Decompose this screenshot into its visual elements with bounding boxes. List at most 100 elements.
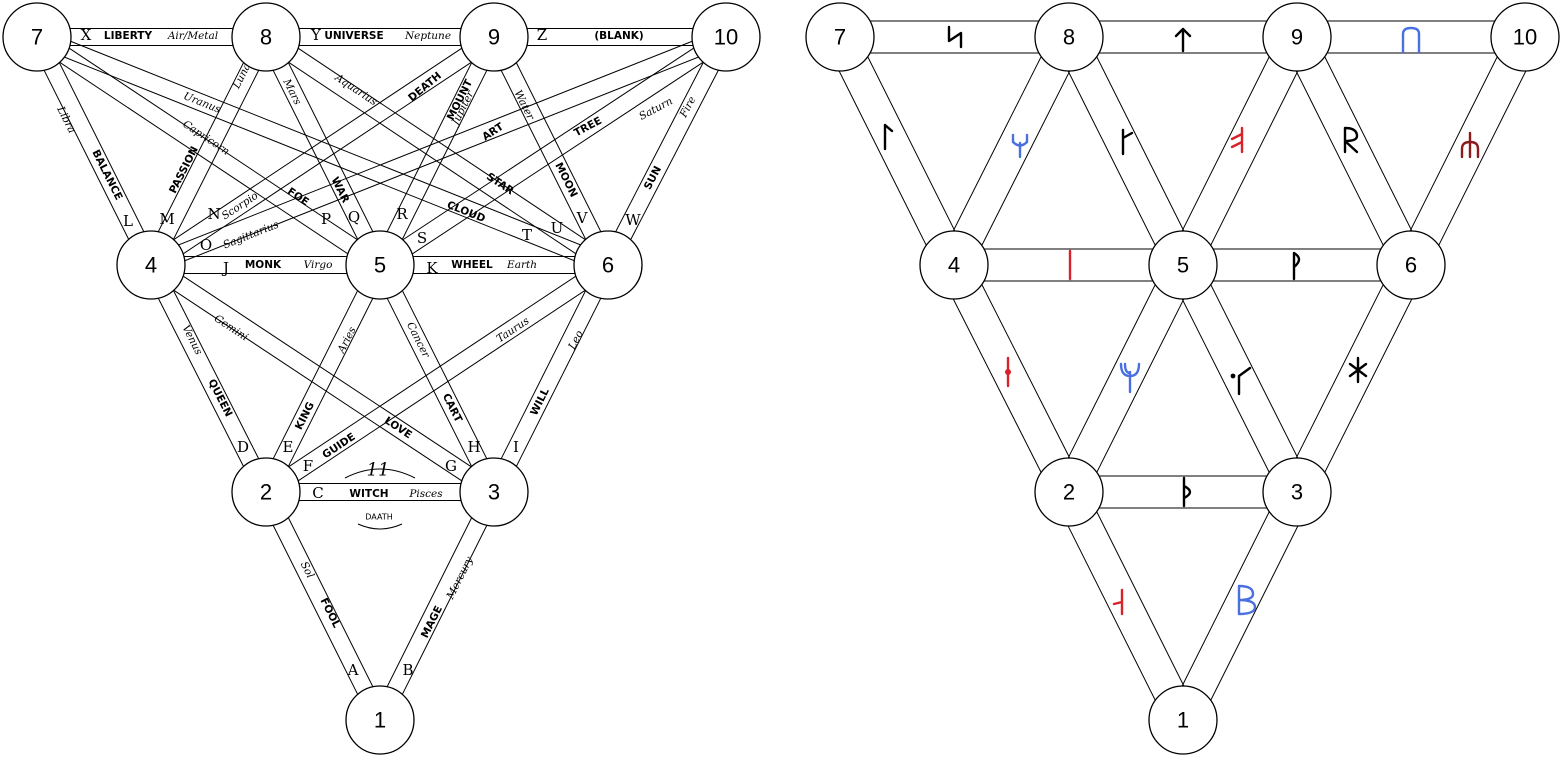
left-path-name-H: CART <box>440 392 465 425</box>
left-path-K <box>380 256 608 274</box>
right-node-3: 3 <box>1262 457 1332 527</box>
left-path-astro-L: Libra <box>54 104 78 136</box>
left-path-letter-F: F <box>303 457 313 475</box>
left-node-6: 6 <box>573 230 643 300</box>
left-node-label: 6 <box>602 253 614 278</box>
right-path-10-6 <box>1396 29 1540 273</box>
left-path-letter-E: E <box>283 438 294 456</box>
left-node-label: 2 <box>260 480 272 505</box>
right-node-1: 1 <box>1148 685 1218 755</box>
left-path-name-Q: WAR <box>329 175 352 205</box>
left-path-Y <box>266 28 494 46</box>
left-path-R <box>371 32 503 270</box>
left-path-letter-G: G <box>445 457 457 475</box>
left-path-name-W: SUN <box>642 164 664 192</box>
left-path-V <box>485 32 617 270</box>
rune-tiwaz-icon <box>1174 27 1192 53</box>
right-path-2-3 <box>1069 475 1297 509</box>
left-path-J <box>151 256 380 274</box>
rune-dotted-wunjo-icon <box>1230 366 1252 396</box>
left-path-Z <box>494 28 726 46</box>
left-path-name-B: MAGE <box>419 604 445 640</box>
left-path-astro-J: Virgo <box>304 259 333 271</box>
rune-ear-icon <box>1230 126 1244 154</box>
right-runes-layer <box>883 25 1480 616</box>
left-path-C <box>266 483 494 501</box>
left-path-astro-X: Air/Metal <box>167 30 218 42</box>
right-path-9-6 <box>1282 29 1426 273</box>
left-node-label: 9 <box>488 25 500 50</box>
left-path-name-P: FOE <box>285 186 311 209</box>
left-path-letter-W: W <box>625 211 641 229</box>
left-path-letter-H: H <box>467 438 480 456</box>
right-path-6-3 <box>1282 257 1426 500</box>
left-path-letter-X: X <box>81 26 92 44</box>
left-node-5: 5 <box>345 230 415 300</box>
left-node-2: 2 <box>231 457 301 527</box>
left-path-A <box>257 487 389 725</box>
left-path-astro-D: Venus <box>179 323 204 357</box>
right-node-9: 9 <box>1262 2 1332 72</box>
left-path-letter-B: B <box>402 661 413 679</box>
right-node-label: 8 <box>1063 25 1075 50</box>
right-path-8-5 <box>1054 29 1198 273</box>
right-path-9-5 <box>1168 29 1312 273</box>
left-path-astro-B: Mercury <box>444 554 476 602</box>
left-path-L <box>28 32 160 270</box>
left-label-eleven: 11 <box>367 460 390 481</box>
right-path-8-9 <box>1069 20 1297 54</box>
left-path-E <box>257 260 389 497</box>
left-path-letter-T: T <box>522 226 532 244</box>
right-node-8: 8 <box>1034 2 1104 72</box>
right-path-2-1 <box>1054 484 1198 728</box>
rune-calc-icon <box>1119 362 1141 394</box>
right-path-7-4 <box>825 29 969 273</box>
left-path-letter-S: S <box>417 229 427 247</box>
left-path-letter-U: U <box>551 219 564 237</box>
right-node-5: 5 <box>1148 230 1218 300</box>
left-path-letter-A: A <box>347 661 359 679</box>
left-path-letter-P: P <box>321 210 331 228</box>
left-node-1: 1 <box>345 685 415 755</box>
left-path-name-K: WHEEL <box>451 259 493 271</box>
left-path-astro-W: Fire <box>677 95 698 121</box>
right-path-9-10 <box>1297 20 1525 54</box>
left-path-I <box>485 260 617 497</box>
right-path-3-1 <box>1168 484 1312 728</box>
left-path-name-U: STAR <box>484 171 516 198</box>
left-nodes-layer: 7 8 9 10 4 5 6 2 3 1 <box>2 2 761 755</box>
right-path-8-4 <box>939 29 1084 273</box>
left-node-label: 1 <box>374 708 386 733</box>
rune-ansuz-variant-icon <box>1121 128 1134 156</box>
left-node-9: 9 <box>459 2 529 72</box>
right-node-label: 7 <box>834 25 846 50</box>
left-label-daath: DAATH <box>365 513 392 522</box>
left-path-letter-R: R <box>396 205 408 223</box>
left-path-name-Y: UNIVERSE <box>324 30 383 42</box>
right-node-label: 4 <box>948 253 960 278</box>
left-node-7: 7 <box>2 2 72 72</box>
left-path-letter-L: L <box>123 212 133 230</box>
left-path-Q <box>257 32 389 270</box>
left-node-label: 10 <box>714 25 738 50</box>
left-arc-bottom <box>357 523 403 530</box>
left-path-G <box>146 257 499 500</box>
left-path-name-L: BALANCE <box>89 148 124 202</box>
left-path-X <box>37 28 266 46</box>
left-path-letter-Y: Y <box>310 26 322 44</box>
left-node-8: 8 <box>231 2 301 72</box>
left-path-letter-V: V <box>576 209 589 227</box>
left-label-saturn: Saturn <box>637 95 675 123</box>
left-node-3: 3 <box>459 457 529 527</box>
left-node-10: 10 <box>691 2 761 72</box>
left-path-name-X: LIBERTY <box>104 30 153 42</box>
left-path-N <box>146 29 499 273</box>
left-node-label: 8 <box>260 25 272 50</box>
right-node-6: 6 <box>1376 230 1446 300</box>
left-node-label: 4 <box>145 253 157 278</box>
left-node-label: 7 <box>31 25 43 50</box>
left-label-death: DEATH <box>406 70 444 104</box>
right-node-label: 2 <box>1063 480 1075 505</box>
